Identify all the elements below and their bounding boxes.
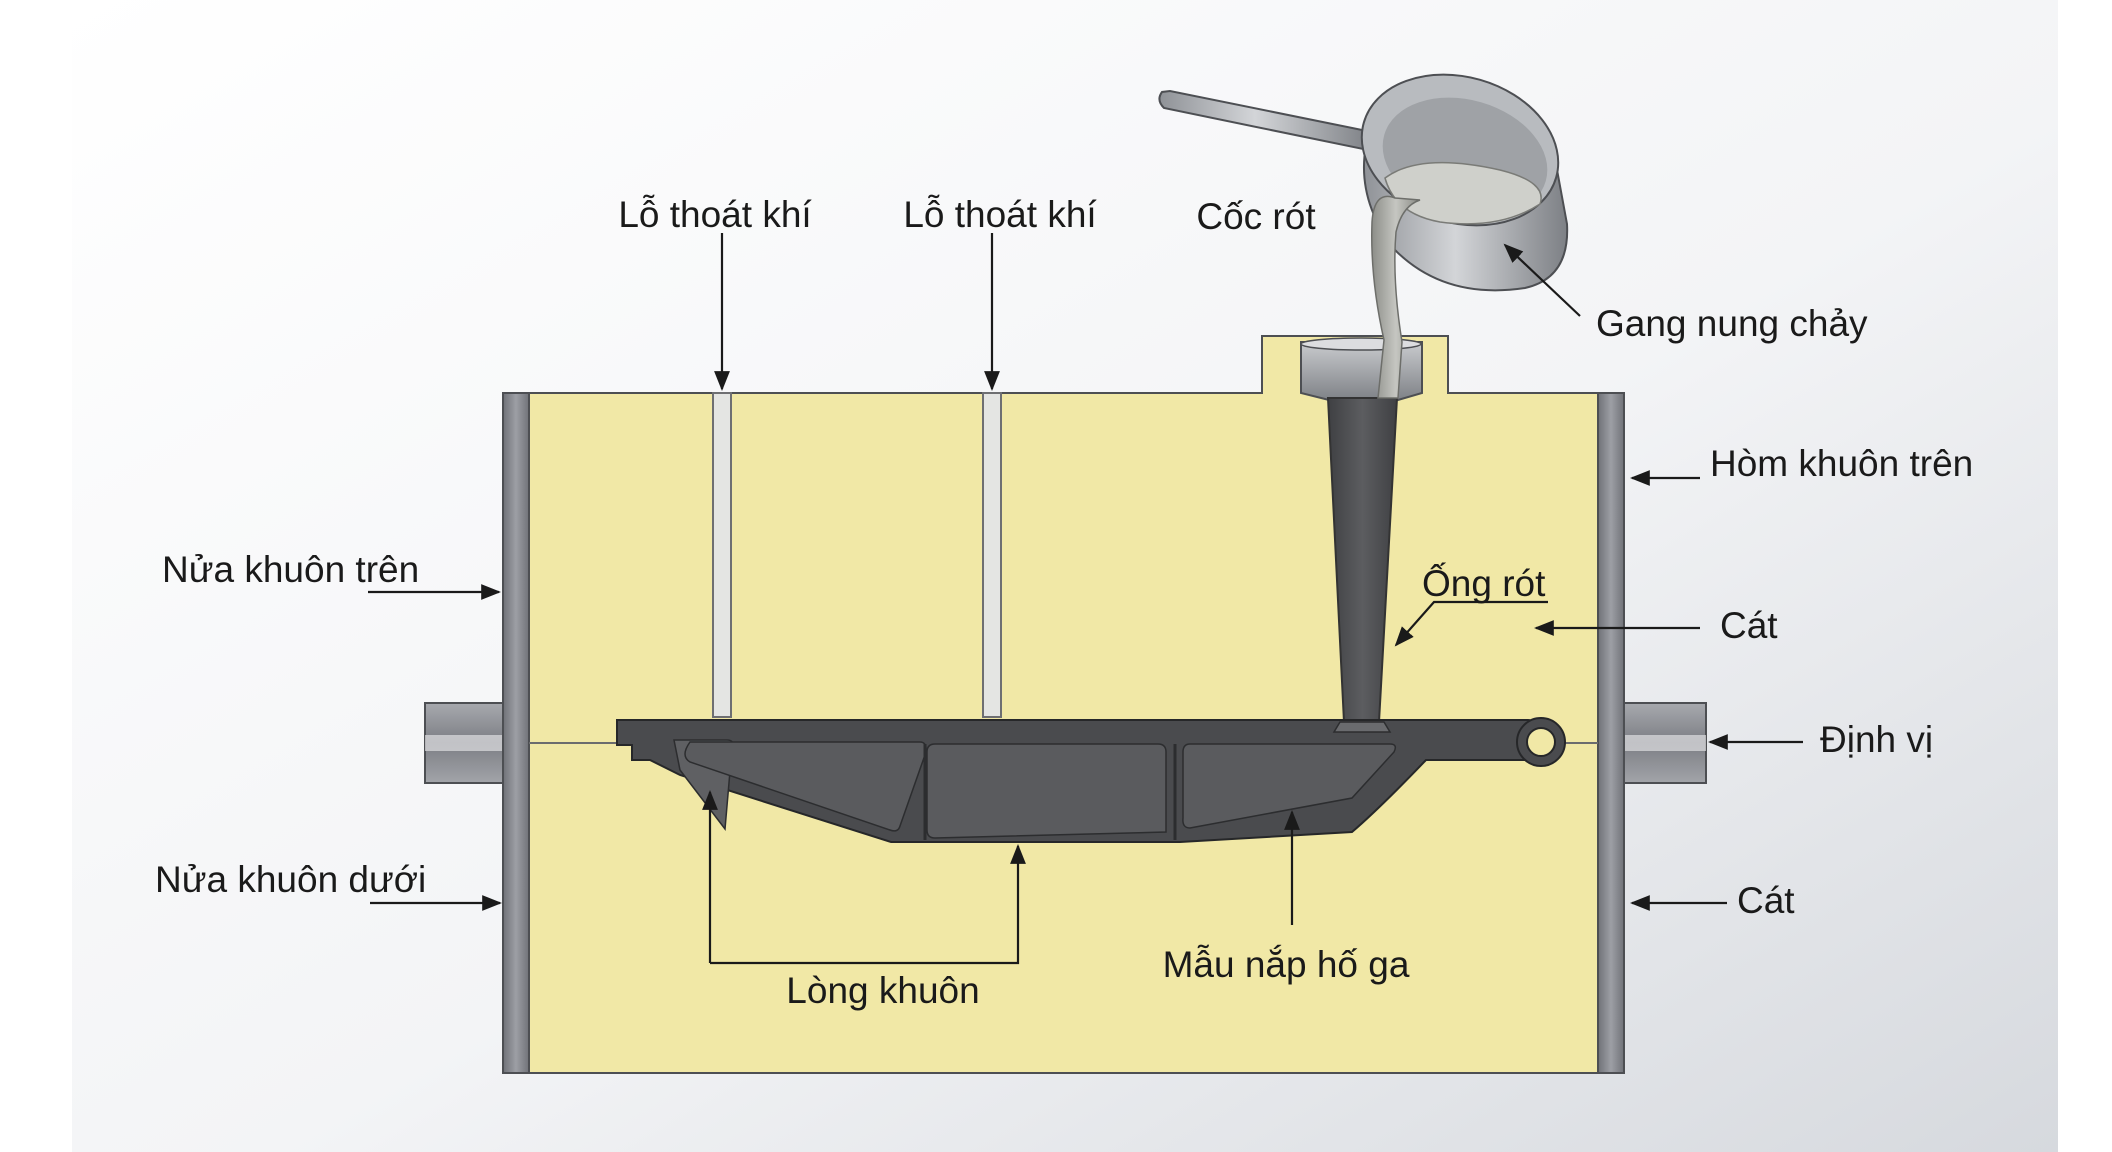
label-pouring-cup: Cốc rót — [1196, 196, 1316, 237]
label-mold-cavity: Lòng khuôn — [786, 970, 979, 1011]
label-manhole-cover-pattern: Mẫu nắp hố ga — [1163, 944, 1410, 985]
label-vent-hole-1: Lỗ thoát khí — [618, 194, 812, 235]
label-molten-iron: Gang nung chảy — [1596, 303, 1868, 344]
label-lower-mold-half: Nửa khuôn dưới — [155, 859, 426, 900]
label-sand-upper: Cát — [1720, 605, 1778, 646]
sand-body — [528, 335, 1599, 1074]
label-locator: Định vị — [1820, 719, 1933, 760]
casting-pattern — [616, 717, 1566, 843]
label-sprue: Ống rót — [1422, 562, 1546, 604]
label-vent-hole-2: Lỗ thoát khí — [903, 194, 1097, 235]
leader-lines — [368, 233, 1803, 965]
label-sand-lower: Cát — [1737, 880, 1795, 921]
flask-left-wall — [502, 392, 530, 1074]
molten-metal-stream — [1371, 195, 1421, 399]
label-upper-flask: Hòm khuôn trên — [1710, 443, 1973, 484]
locator-pins — [424, 702, 1707, 784]
pouring-basin — [1300, 337, 1423, 401]
vent-hole-2 — [982, 392, 1002, 718]
vent-hole-1 — [712, 392, 732, 718]
flask-right-wall — [1597, 392, 1625, 1074]
label-upper-mold-half: Nửa khuôn trên — [162, 549, 419, 590]
mold-flask — [502, 392, 1625, 1074]
